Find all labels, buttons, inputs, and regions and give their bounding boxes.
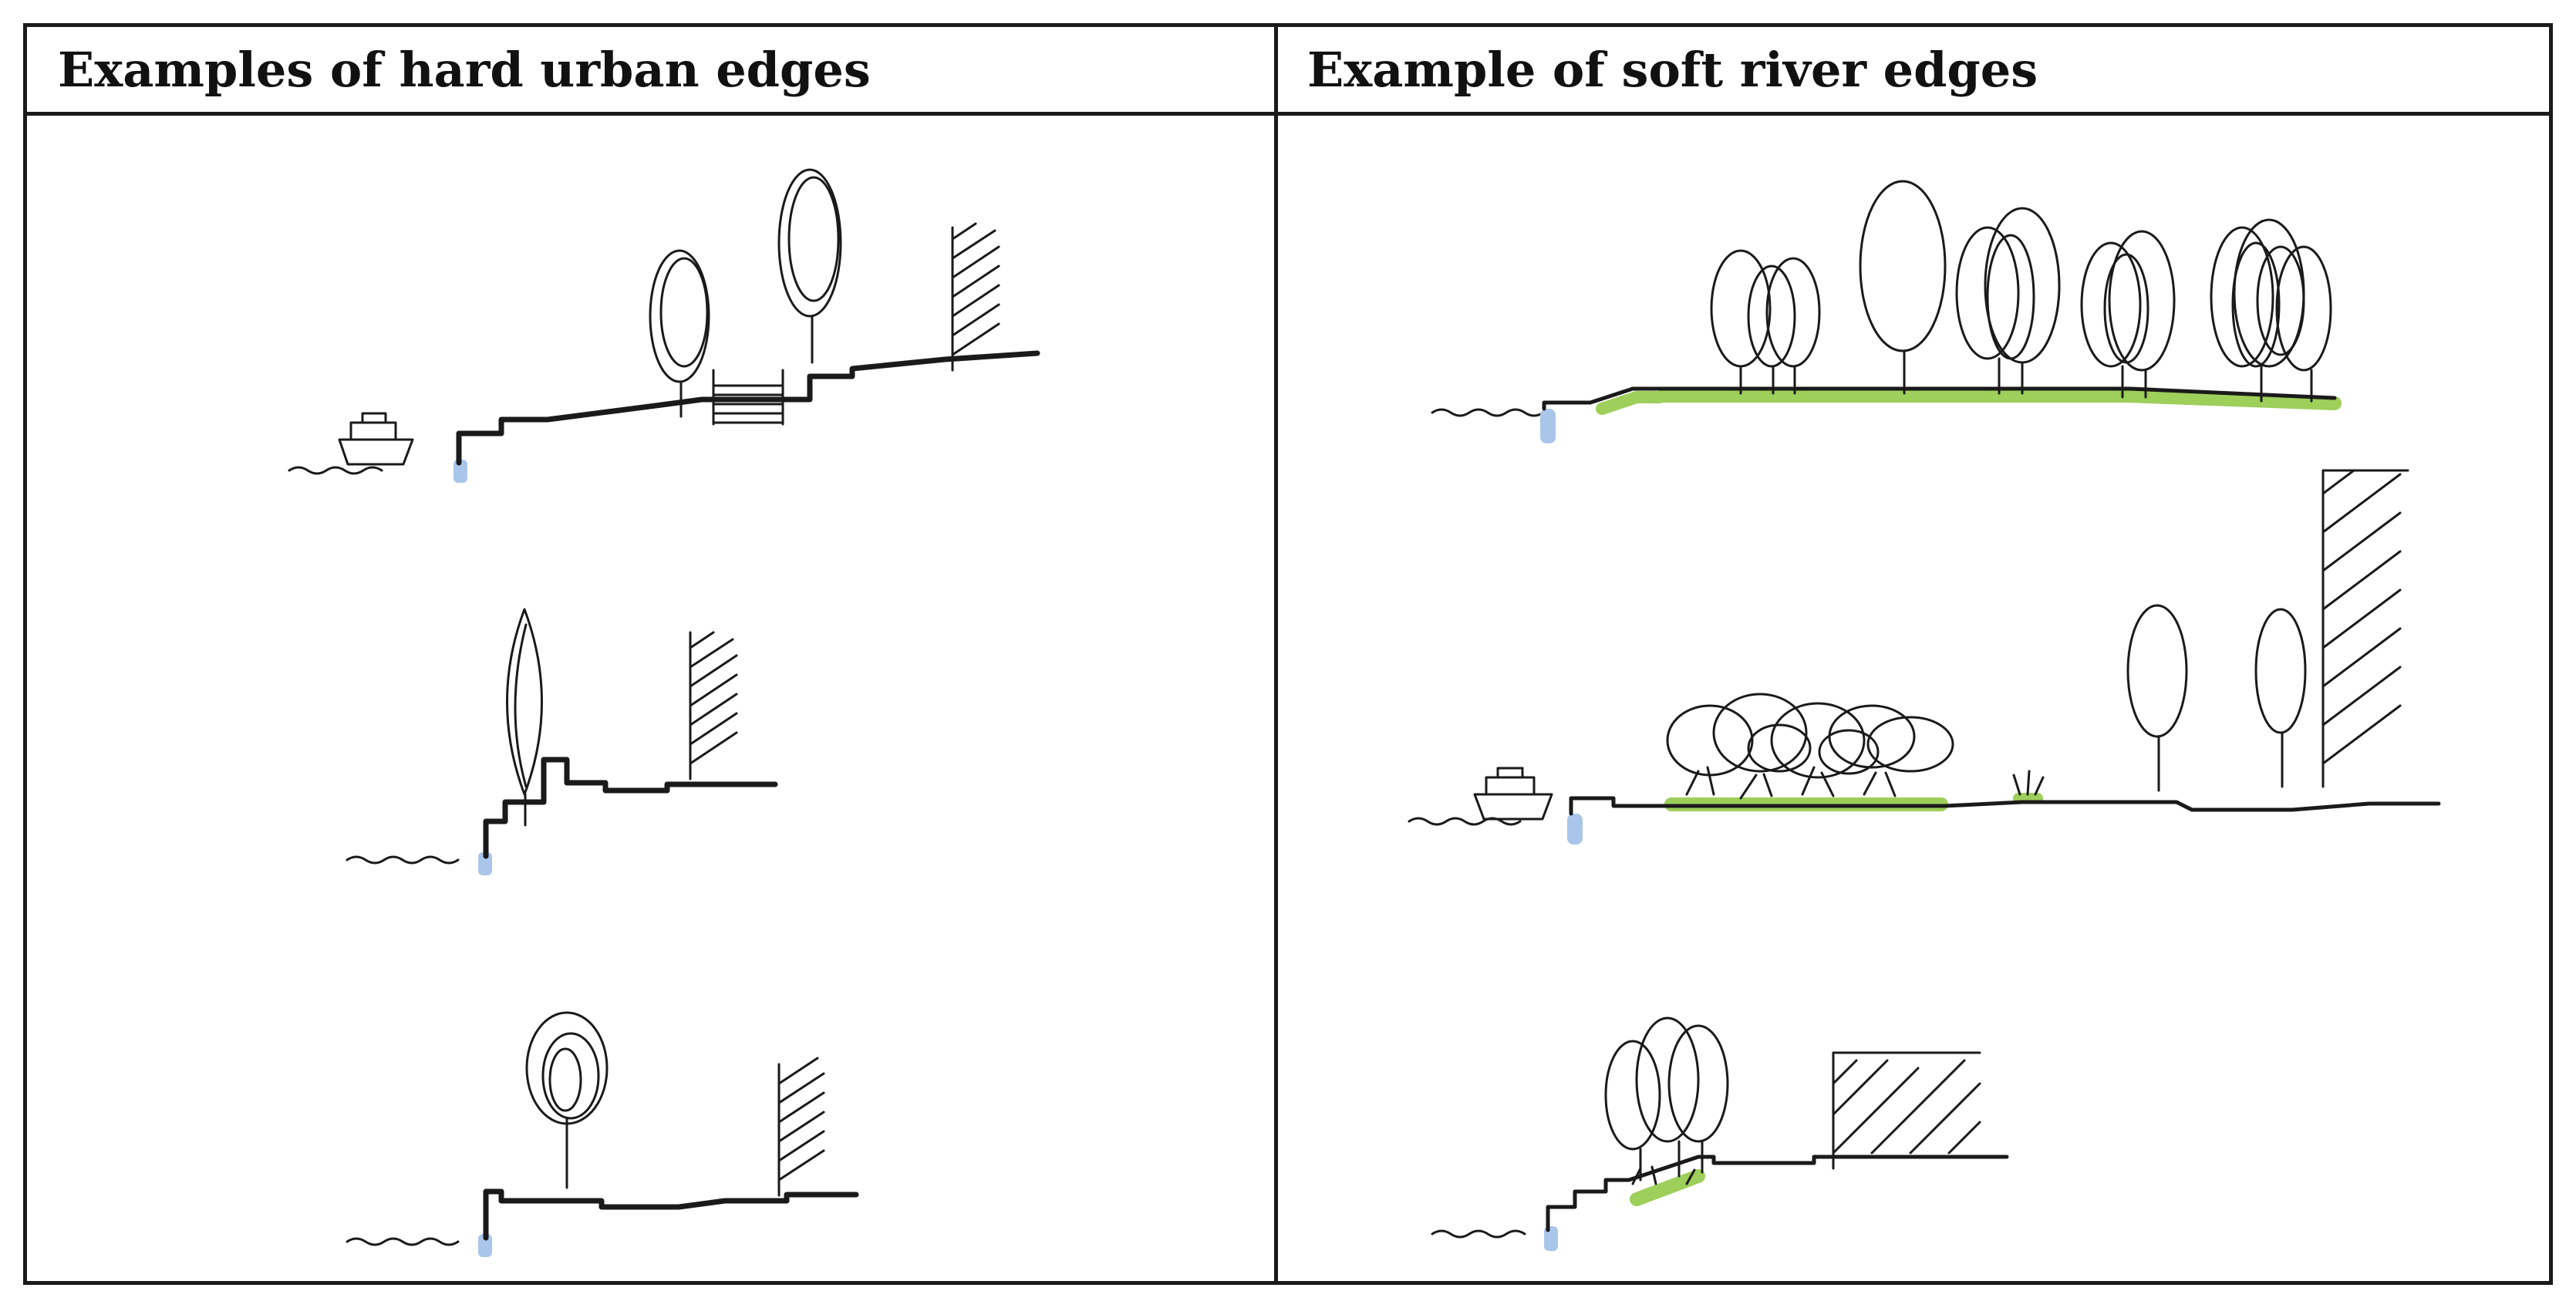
boat-icon	[338, 412, 414, 466]
river-bank-line	[1542, 386, 2337, 411]
hatched-building-icon	[2321, 469, 2409, 788]
tree-icon	[2126, 604, 2188, 792]
soft-edges-heading: Example of soft river edges	[1307, 41, 2038, 98]
grass-tuft	[2012, 770, 2045, 796]
tree-icon	[525, 1011, 609, 1189]
boat-icon	[1473, 767, 1553, 821]
quay-wall	[483, 1188, 859, 1241]
hard-edges-panel	[27, 116, 1274, 1285]
water-wave-icon	[288, 466, 383, 475]
tree-icon	[2210, 218, 2332, 403]
tree-icon	[1955, 207, 2061, 395]
river-bank-line	[1546, 1155, 2009, 1232]
soft-edge-section-2	[1408, 469, 2441, 844]
hatched-building-icon	[689, 631, 738, 780]
water-blue-mark	[1567, 814, 1583, 844]
hatched-building-icon	[951, 222, 1000, 372]
shrub-icon	[1666, 693, 1954, 800]
soft-edge-section-3	[1431, 1016, 2009, 1251]
tree-icon	[777, 168, 842, 364]
water-wave-icon	[1408, 817, 1522, 826]
green-bank	[1596, 391, 1666, 415]
quay-wall	[483, 757, 778, 859]
river-bank-line	[1569, 796, 2441, 816]
water-blue-mark	[478, 852, 492, 875]
hard-edges-sketches	[288, 168, 1040, 1257]
water-wave-icon	[1431, 1229, 1526, 1239]
soft-edges-panel	[1278, 116, 2553, 1285]
hard-edge-section-1	[288, 168, 1040, 483]
steps-icon	[712, 369, 784, 426]
green-meadow	[1657, 389, 2342, 410]
water-blue-mark	[1540, 409, 1556, 443]
hatched-building-icon	[777, 1057, 825, 1197]
comparison-table: Examples of hard urban edges Example of …	[23, 23, 2553, 1285]
column-divider	[1274, 27, 1278, 1281]
tree-icon	[1859, 180, 1947, 395]
water-blue-mark	[478, 1234, 492, 1257]
tree-icon	[2080, 230, 2176, 399]
tree-icon	[2254, 608, 2307, 788]
hatched-building-icon	[1832, 1051, 1981, 1170]
tree-icon	[649, 249, 710, 418]
hard-edge-section-3	[346, 1011, 859, 1257]
hard-edges-heading: Examples of hard urban edges	[58, 41, 871, 98]
tree-icon	[1604, 1016, 1729, 1185]
tree-icon	[1710, 249, 1821, 395]
tree-icon	[506, 608, 543, 827]
water-blue-mark	[453, 460, 467, 483]
water-wave-icon	[346, 855, 460, 865]
quay-wall	[456, 350, 1040, 466]
soft-edge-section-1	[1431, 180, 2342, 443]
water-wave-icon	[346, 1237, 460, 1246]
water-blue-mark	[1544, 1226, 1558, 1251]
hard-edge-section-2	[346, 608, 778, 875]
water-wave-icon	[1431, 408, 1545, 417]
soft-edges-sketches	[1408, 180, 2441, 1251]
table-header-row	[27, 27, 2549, 116]
